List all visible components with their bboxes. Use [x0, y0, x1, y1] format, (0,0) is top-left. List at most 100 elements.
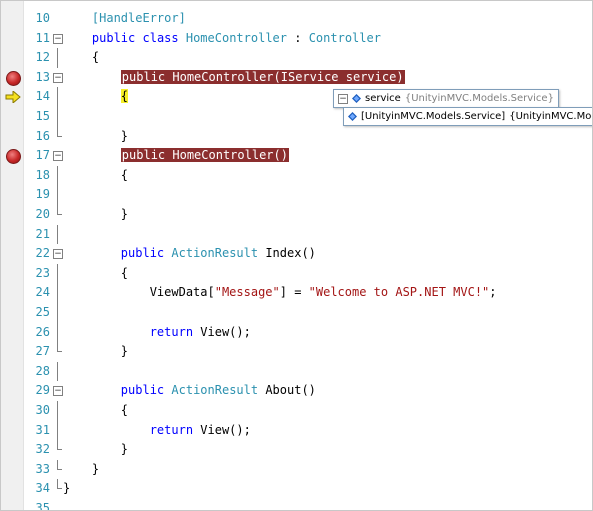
code-line[interactable]: 27 }: [1, 342, 592, 362]
minus-box-icon[interactable]: −: [53, 386, 63, 397]
minus-box-icon[interactable]: −: [53, 72, 63, 83]
code-line[interactable]: 13− public HomeController(IService servi…: [1, 68, 592, 88]
outline-bar: [57, 459, 58, 470]
breakpoint-icon[interactable]: [6, 149, 21, 165]
collapse-outline-icon[interactable]: −: [53, 29, 63, 49]
code-line[interactable]: 33 }: [1, 459, 592, 480]
code-text[interactable]: {: [63, 401, 128, 421]
outline-guide: [53, 499, 63, 510]
line-number: 13: [35, 69, 50, 84]
code-line[interactable]: 12 {: [1, 48, 592, 68]
code-text[interactable]: public HomeController(): [63, 146, 289, 166]
outline-guide: [53, 224, 63, 245]
code-token: [63, 383, 121, 397]
code-text[interactable]: }: [63, 205, 128, 225]
code-token: About(): [258, 383, 316, 398]
outline-bar: [57, 440, 58, 451]
code-line[interactable]: 35: [1, 499, 592, 510]
code-text[interactable]: return View();: [63, 421, 251, 441]
code-token: HomeController: [185, 30, 288, 45]
collapse-icon[interactable]: −: [338, 93, 348, 104]
code-token: [179, 31, 186, 45]
minus-box-icon[interactable]: −: [53, 33, 63, 44]
code-line[interactable]: 18 {: [1, 165, 592, 186]
minus-box-icon[interactable]: −: [53, 151, 63, 162]
line-number: 32: [35, 442, 50, 457]
code-token: ActionResult: [171, 246, 259, 261]
collapse-outline-icon[interactable]: −: [53, 381, 63, 401]
code-text[interactable]: }: [63, 342, 128, 362]
code-line[interactable]: 17− public HomeController(): [1, 146, 592, 166]
line-number: 26: [35, 324, 50, 339]
line-number: 27: [35, 344, 50, 359]
line-number: 19: [35, 187, 50, 202]
outline-bar: [57, 263, 58, 284]
outline-bar: [57, 126, 58, 137]
code-token: }: [63, 461, 100, 476]
code-line[interactable]: 10 [HandleError]: [1, 9, 592, 29]
code-line[interactable]: 32 }: [1, 440, 592, 460]
code-line[interactable]: 21: [1, 224, 592, 245]
line-number: 17: [35, 148, 50, 163]
code-text[interactable]: public class HomeController : Controller: [63, 29, 381, 49]
collapse-outline-icon[interactable]: −: [53, 244, 63, 264]
field-diamond-icon: [352, 94, 361, 103]
code-line[interactable]: 23 {: [1, 263, 592, 284]
code-token: ViewData[: [63, 285, 215, 300]
outline-guide: [53, 479, 63, 499]
code-text[interactable]: {: [63, 87, 129, 107]
line-number: 30: [35, 403, 50, 417]
outline-guide: [53, 361, 63, 382]
datatip-parent[interactable]: − service {UnityinMVC.Models.Service}: [333, 89, 559, 108]
code-line[interactable]: 26 return View();: [1, 322, 592, 343]
code-text[interactable]: return View();: [63, 323, 251, 343]
outline-end-tick: [57, 468, 62, 470]
code-text[interactable]: ViewData["Message"] = "Welcome to ASP.NE…: [63, 283, 497, 303]
code-line[interactable]: 25: [1, 303, 592, 323]
outline-guide: [53, 9, 63, 29]
datatip-child[interactable]: [UnityinMVC.Models.Service] {UnityinMVC.…: [343, 107, 592, 126]
code-line[interactable]: 16 }: [1, 126, 592, 147]
code-text[interactable]: }: [63, 460, 99, 480]
collapse-outline-icon[interactable]: −: [53, 146, 63, 166]
code-token: View();: [193, 324, 251, 339]
code-line[interactable]: 28: [1, 361, 592, 382]
outline-bar: [57, 185, 58, 205]
code-token: "Message": [214, 285, 280, 300]
code-text[interactable]: }: [63, 440, 128, 460]
code-text[interactable]: {: [63, 166, 128, 186]
code-text[interactable]: {: [63, 264, 128, 284]
outline-bar: [57, 165, 58, 186]
code-text[interactable]: [HandleError]: [63, 9, 186, 29]
line-number: 24: [35, 285, 50, 300]
code-text[interactable]: public ActionResult About(): [63, 381, 316, 401]
outline-end-tick: [57, 449, 62, 451]
code-text[interactable]: public ActionResult Index(): [63, 244, 316, 264]
minus-box-icon[interactable]: −: [53, 249, 63, 260]
line-number: 20: [35, 207, 50, 221]
code-text[interactable]: public HomeController(IService service): [63, 68, 405, 88]
code-text[interactable]: {: [63, 48, 99, 68]
outline-guide: [53, 322, 63, 343]
code-line[interactable]: 15: [1, 107, 592, 127]
code-text[interactable]: }: [63, 127, 128, 147]
code-line[interactable]: 29− public ActionResult About(): [1, 381, 592, 401]
code-line[interactable]: 31 return View();: [1, 420, 592, 441]
code-line[interactable]: 30 {: [1, 401, 592, 421]
outline-bar: [57, 205, 58, 215]
line-number: 23: [35, 265, 50, 280]
code-line[interactable]: 19: [1, 185, 592, 205]
code-line[interactable]: 14 {: [1, 87, 592, 107]
code-text[interactable]: }: [63, 479, 70, 499]
collapse-outline-icon[interactable]: −: [53, 68, 63, 88]
code-line[interactable]: 24 ViewData["Message"] = "Welcome to ASP…: [1, 283, 592, 303]
breakpoint-icon[interactable]: [6, 70, 21, 86]
code-line[interactable]: 34}: [1, 479, 592, 499]
code-line[interactable]: 11− public class HomeController : Contro…: [1, 29, 592, 49]
indicator-margin[interactable]: [1, 1, 24, 510]
code-line[interactable]: 20 }: [1, 205, 592, 225]
code-line[interactable]: 22− public ActionResult Index(): [1, 244, 592, 264]
line-number: 28: [35, 363, 50, 378]
code-token: [63, 148, 121, 162]
